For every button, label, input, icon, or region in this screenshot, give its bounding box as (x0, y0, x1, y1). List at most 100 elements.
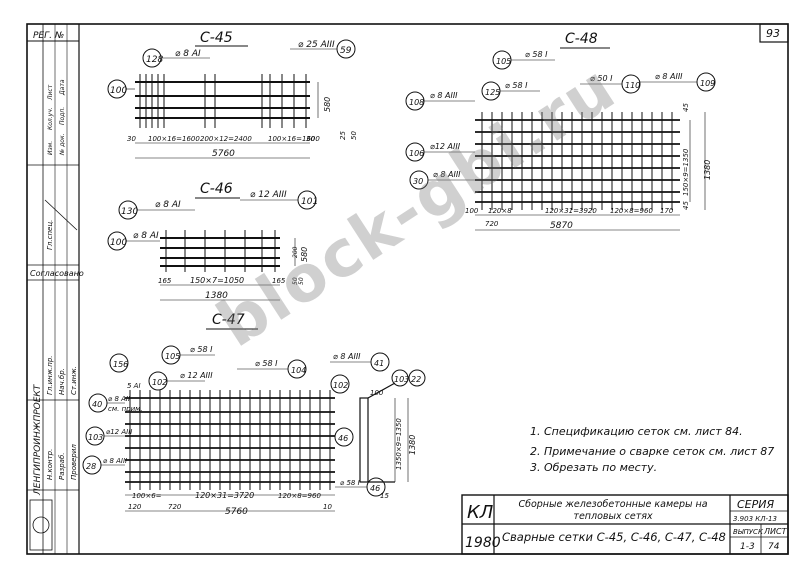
svg-text:100×6=: 100×6= (132, 492, 162, 500)
svg-text:120×31=3720: 120×31=3720 (195, 491, 254, 500)
svg-text:109: 109 (700, 79, 715, 88)
svg-text:Ст.инж.: Ст.инж. (70, 366, 78, 395)
svg-text:⌀ 8 AIII: ⌀ 8 AIII (430, 91, 458, 100)
stamp-emblem (32, 516, 50, 534)
svg-text:⌀ 8 AI: ⌀ 8 AI (133, 231, 159, 241)
svg-text:150×9=1350: 150×9=1350 (682, 148, 690, 196)
svg-text:59: 59 (340, 46, 352, 56)
project-title: Сборные железобетонные камеры на тепловы… (518, 499, 708, 522)
svg-text:Нач.бр.: Нач.бр. (58, 368, 66, 395)
svg-text:Гл.спец.: Гл.спец. (46, 220, 54, 250)
svg-text:50: 50 (298, 277, 305, 285)
svg-text:№ док.: № док. (59, 133, 66, 156)
note-2: 2. Примечание о сварке сеток см. лист 87 (530, 445, 775, 458)
svg-text:1380: 1380 (205, 291, 228, 301)
svg-text:200: 200 (292, 246, 299, 258)
svg-text:105: 105 (165, 352, 180, 361)
svg-text:Гл.инж.пр.: Гл.инж.пр. (46, 355, 54, 395)
svg-text:120×8: 120×8 (488, 207, 512, 215)
series-label: СЕРИЯ (737, 498, 774, 511)
mesh-c45: С-45 128 100 59 ⌀ 8 AI ⌀ 25 AI (107, 30, 358, 159)
svg-text:580: 580 (300, 247, 309, 262)
c48-title: С-48 (565, 31, 598, 47)
svg-text:⌀ 8 AIII: ⌀ 8 AIII (333, 352, 361, 361)
svg-text:⌀ 12 AIII: ⌀ 12 AIII (180, 371, 213, 380)
svg-text:101: 101 (301, 197, 318, 207)
svg-text:5 AI: 5 AI (127, 382, 141, 390)
svg-text:104: 104 (291, 366, 306, 375)
svg-text:103: 103 (394, 375, 409, 384)
svg-text:40: 40 (92, 400, 102, 409)
svg-text:125: 125 (485, 88, 500, 97)
svg-text:15: 15 (380, 492, 389, 500)
svg-text:22: 22 (411, 375, 421, 384)
svg-text:100×16=1600: 100×16=1600 (268, 135, 320, 143)
svg-text:580: 580 (323, 97, 332, 112)
svg-text:⌀ 25 AIII: ⌀ 25 AIII (298, 40, 335, 50)
note-3: 3. Обрезать по месту. (530, 461, 658, 474)
svg-text:Разраб.: Разраб. (58, 452, 66, 480)
svg-text:⌀ 8 AI: ⌀ 8 AI (155, 200, 181, 210)
svg-text:150×7=1050: 150×7=1050 (190, 276, 244, 285)
svg-text:5760: 5760 (212, 149, 235, 159)
svg-text:50: 50 (292, 277, 299, 285)
series-value: 3.903 КЛ-13 (733, 515, 777, 523)
svg-text:100: 100 (110, 238, 127, 248)
c47-callouts: 156 105 102 104 41 102 103 22 40 103 28 … (82, 345, 426, 497)
svg-text:100: 100 (465, 207, 479, 215)
agreed-label: Согласовано (30, 269, 84, 278)
svg-text:см. прим.: см. прим. (108, 405, 143, 413)
svg-text:30: 30 (413, 177, 423, 186)
sheet-frame (26, 23, 789, 555)
svg-text:28: 28 (86, 462, 96, 471)
svg-text:100: 100 (370, 389, 384, 397)
svg-text:720: 720 (168, 503, 182, 511)
mesh-c48: С-48 105 110 (405, 31, 716, 231)
svg-text:46: 46 (370, 484, 380, 493)
svg-text:⌀ 58 I: ⌀ 58 I (190, 345, 213, 354)
svg-text:1380: 1380 (408, 435, 417, 455)
svg-text:Подп.: Подп. (59, 107, 66, 125)
svg-text:156: 156 (113, 360, 128, 369)
svg-text:1380: 1380 (703, 160, 712, 180)
svg-text:128: 128 (146, 55, 163, 65)
issue-value: 1-3 (740, 542, 755, 552)
code1: КЛ (467, 502, 494, 523)
title-block: КЛ 1980 СЕРИЯ 3.903 КЛ-13 ВЫПУСК 1-3 ЛИС… (461, 494, 789, 555)
page-number: 93 (766, 27, 780, 40)
svg-text:Кол.уч.: Кол.уч. (47, 107, 54, 130)
svg-text:⌀ 8 AIII: ⌀ 8 AIII (103, 457, 127, 465)
svg-text:30: 30 (127, 135, 136, 143)
svg-text:120×8=960: 120×8=960 (610, 207, 653, 215)
svg-text:100×16=1600: 100×16=1600 (148, 135, 200, 143)
svg-text:165: 165 (272, 277, 286, 285)
svg-text:105: 105 (496, 57, 511, 66)
note-1: 1. Спецификацию сеток см. лист 84. (530, 425, 743, 438)
svg-text:720: 720 (485, 220, 499, 228)
stamp-box (29, 499, 53, 551)
mesh-c46: С-46 130 101 100 ⌀ 8 AI ⌀ 12 AIII ⌀ 8 AI… (107, 181, 318, 301)
svg-text:170: 170 (660, 207, 674, 215)
svg-text:⌀ 12 AIII: ⌀ 12 AIII (250, 190, 287, 200)
svg-text:45: 45 (682, 201, 690, 210)
signature-scribble (44, 199, 78, 231)
svg-text:41: 41 (374, 359, 384, 368)
svg-text:120×31=3920: 120×31=3920 (545, 207, 597, 215)
svg-text:30: 30 (306, 135, 315, 143)
svg-text:46: 46 (338, 434, 348, 443)
code2: 1980 (465, 535, 501, 551)
svg-text:165: 165 (158, 277, 172, 285)
c45-title: С-45 (200, 30, 233, 46)
svg-text:45: 45 (682, 103, 690, 112)
svg-text:103: 103 (88, 433, 103, 442)
svg-text:⌀ 8 AIII: ⌀ 8 AIII (433, 170, 461, 179)
svg-text:⌀ 58 I: ⌀ 58 I (340, 479, 360, 487)
svg-text:⌀ 8 AI: ⌀ 8 AI (175, 49, 201, 59)
svg-text:108: 108 (409, 98, 424, 107)
revision-labels: Изм. Кол.уч. Лист № док. Подп. Дата (47, 79, 66, 156)
c46-title: С-46 (200, 181, 233, 197)
svg-text:100: 100 (110, 86, 127, 96)
svg-text:⌀ 58 I: ⌀ 58 I (255, 359, 278, 368)
svg-text:102: 102 (333, 381, 348, 390)
svg-text:⌀ 58 I: ⌀ 58 I (525, 50, 548, 59)
